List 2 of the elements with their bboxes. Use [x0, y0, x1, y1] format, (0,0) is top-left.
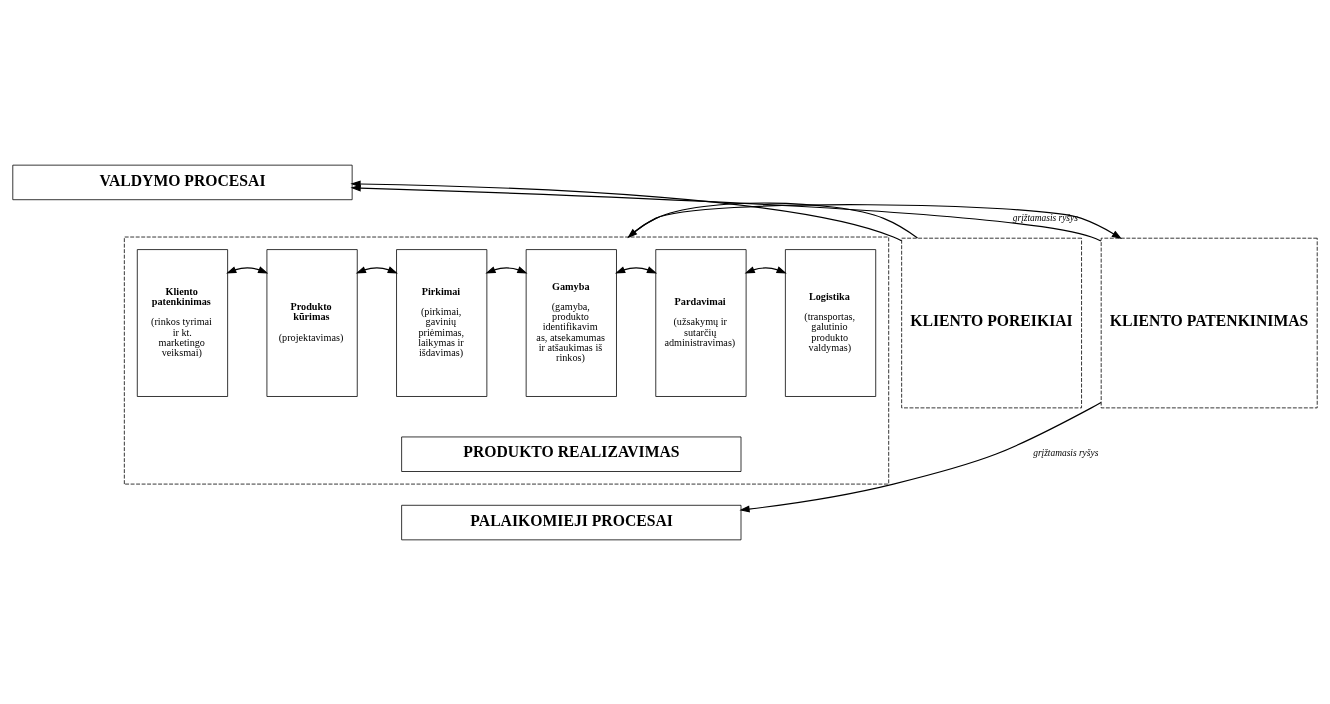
edge-label: grįžtamasis ryšys	[1012, 212, 1078, 223]
edge-label: grįžtamasis ryšys	[1033, 447, 1099, 458]
